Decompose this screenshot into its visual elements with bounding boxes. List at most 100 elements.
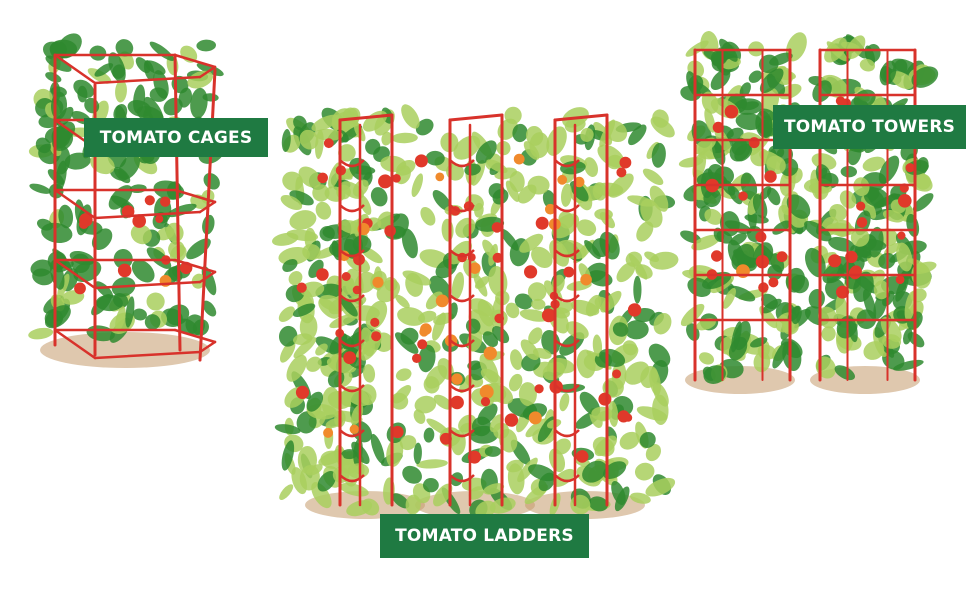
tomato	[79, 219, 89, 229]
label-tomato-towers: TOMATO TOWERS	[773, 105, 966, 149]
tomato	[469, 262, 481, 274]
leaf	[340, 297, 358, 317]
tomato	[492, 252, 503, 263]
leaf	[505, 180, 520, 202]
leaf	[612, 322, 629, 337]
leaf	[433, 394, 453, 410]
leaf	[779, 169, 796, 197]
leaf	[710, 69, 731, 91]
leaf	[748, 70, 763, 83]
ladder-rung	[449, 384, 475, 393]
leaf	[645, 444, 661, 462]
leaf	[880, 316, 902, 343]
tomato	[412, 353, 422, 363]
leaf	[293, 333, 313, 345]
leaf	[505, 302, 520, 319]
leaf	[282, 171, 303, 191]
leaf	[413, 409, 426, 424]
support-bar	[93, 350, 202, 360]
leaf	[53, 121, 76, 144]
tomato	[155, 215, 164, 223]
leaf	[546, 126, 567, 156]
leaf	[289, 190, 314, 206]
leaf	[834, 365, 855, 381]
ladder-rung	[449, 159, 475, 168]
leaf	[29, 183, 51, 194]
leaf	[680, 303, 705, 327]
leaf	[133, 84, 146, 114]
leaf	[395, 294, 410, 309]
leaf	[135, 57, 151, 74]
leaf	[416, 459, 448, 469]
leaf	[89, 45, 107, 61]
leaf	[144, 314, 161, 330]
support-bar	[93, 75, 202, 85]
leaf	[425, 150, 445, 166]
leaf	[729, 138, 751, 162]
tomato	[417, 339, 428, 350]
leaf	[298, 166, 322, 188]
support-bar	[53, 188, 97, 220]
leaf	[370, 433, 385, 464]
tomato	[391, 425, 404, 439]
leaf	[347, 463, 370, 479]
ladder-rung	[449, 204, 475, 213]
leaf	[125, 296, 135, 328]
leaf	[108, 52, 126, 83]
leaf	[32, 268, 54, 286]
tomato	[121, 205, 135, 218]
leaf	[196, 39, 216, 52]
leaf	[281, 440, 295, 471]
ladder-rung	[449, 429, 475, 438]
leaf	[381, 131, 392, 146]
leaf	[163, 97, 183, 116]
leaf	[624, 320, 649, 340]
tomato	[619, 156, 632, 169]
leaf	[474, 202, 484, 218]
tomato	[724, 104, 739, 119]
leaf	[352, 235, 372, 254]
leaf	[338, 144, 356, 162]
tomato	[575, 450, 589, 463]
leaf	[36, 218, 53, 231]
leaf	[863, 341, 885, 360]
leaf	[474, 276, 490, 289]
leaf	[423, 427, 435, 443]
leaf	[821, 326, 836, 342]
tomato	[557, 174, 568, 185]
support-bar	[173, 188, 217, 204]
leaf	[704, 208, 723, 225]
leaf	[532, 348, 552, 359]
leaf	[592, 334, 603, 357]
leaf	[649, 368, 661, 396]
tomato	[323, 427, 334, 438]
tomato	[117, 263, 132, 278]
leaf	[391, 132, 418, 144]
leaf	[315, 343, 328, 356]
leaf	[786, 194, 811, 219]
leaf	[401, 228, 418, 259]
leaf	[509, 171, 525, 193]
leaf	[542, 190, 556, 209]
leaf	[131, 259, 155, 283]
ladder-rung	[554, 384, 580, 393]
tomato	[316, 268, 329, 281]
tomato	[504, 413, 519, 427]
leaf	[458, 414, 477, 433]
leaf	[45, 55, 72, 72]
ladder-rung	[554, 204, 580, 213]
leaf	[132, 308, 147, 321]
leaf	[286, 354, 307, 382]
tomato	[627, 303, 642, 317]
leaf	[519, 233, 544, 253]
ladder-rung	[339, 339, 365, 348]
leaf	[291, 467, 307, 495]
leaf	[471, 416, 492, 437]
leaf	[278, 246, 310, 266]
leaf	[448, 240, 472, 265]
leaf	[113, 104, 128, 122]
leaf	[608, 401, 619, 427]
leaf	[475, 140, 497, 164]
tomato	[616, 167, 627, 178]
leaf	[461, 477, 487, 492]
